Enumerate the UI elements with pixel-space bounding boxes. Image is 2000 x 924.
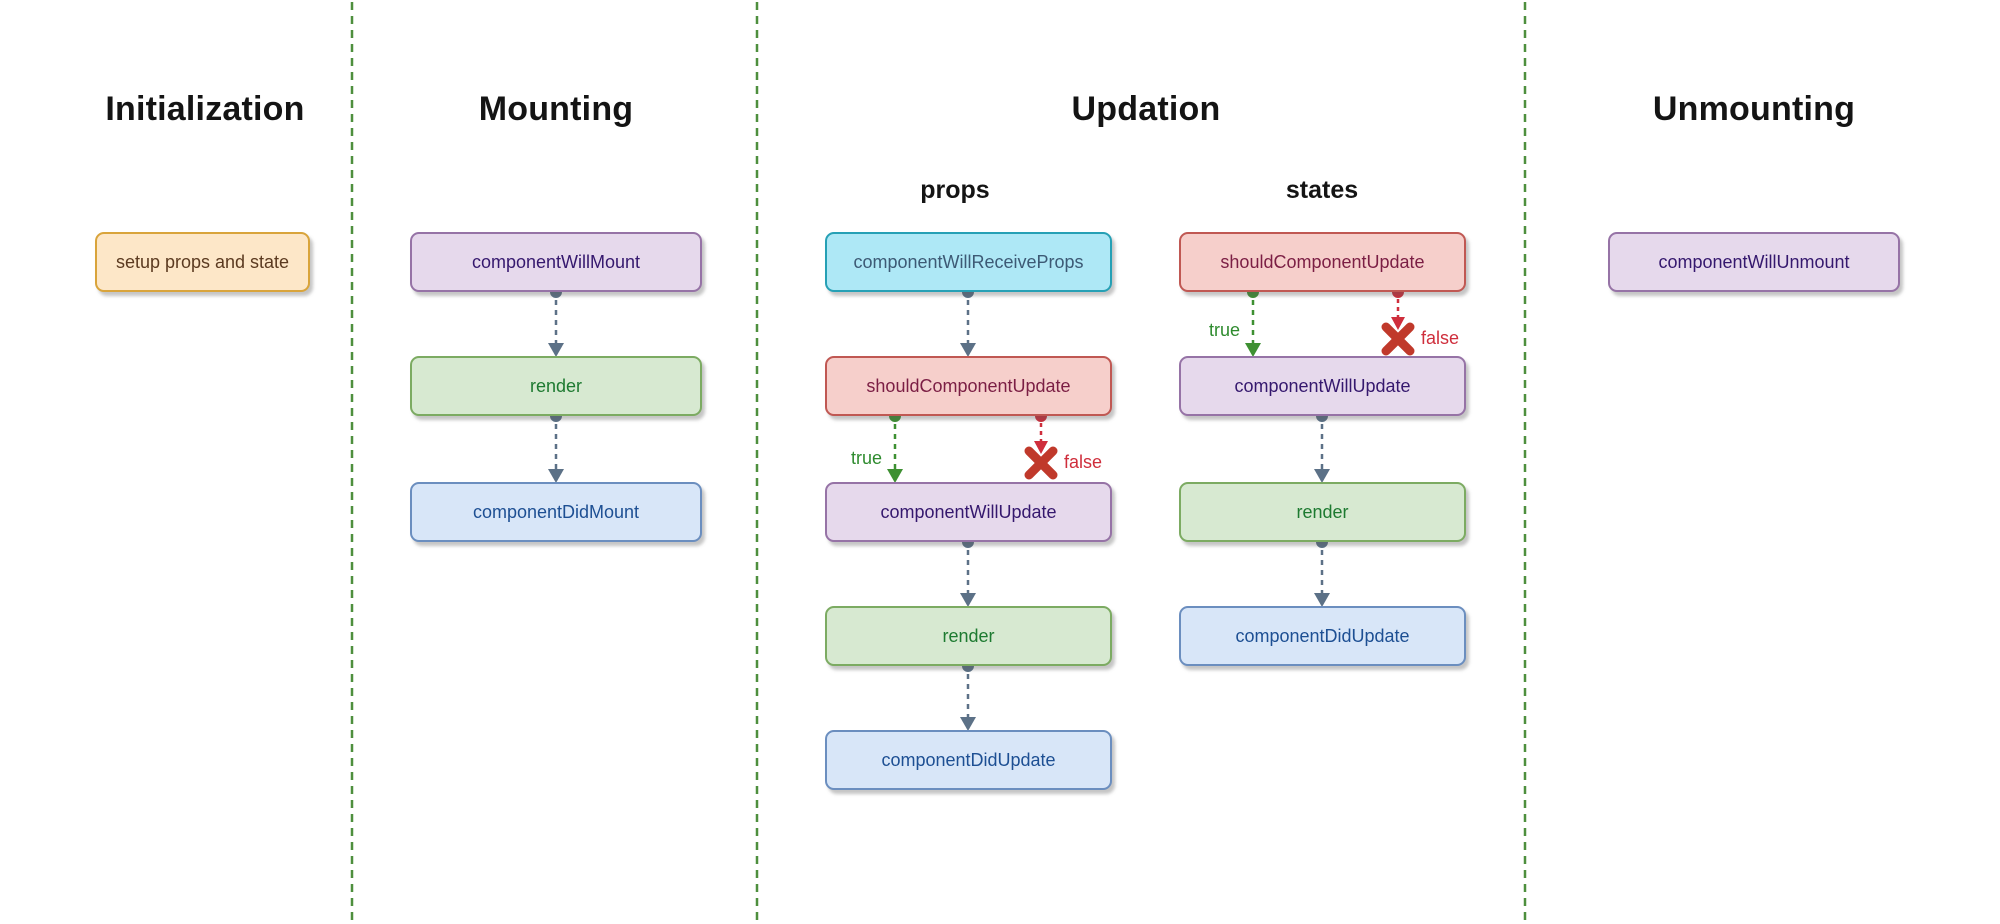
box-componentDidUpdate-states: componentDidUpdate bbox=[1179, 606, 1466, 666]
connector-willupdate-to-render-props bbox=[960, 536, 976, 607]
connector-render-to-didmount bbox=[548, 410, 564, 483]
branch-true-arrow-props bbox=[887, 410, 903, 483]
box-setup-props-and-state: setup props and state bbox=[95, 232, 310, 292]
box-componentWillUpdate-props: componentWillUpdate bbox=[825, 482, 1112, 542]
connector-render-to-didupdate-props bbox=[960, 660, 976, 731]
box-componentWillMount: componentWillMount bbox=[410, 232, 702, 292]
box-label: componentDidUpdate bbox=[881, 749, 1056, 770]
box-componentDidMount: componentDidMount bbox=[410, 482, 702, 542]
box-label: componentWillUpdate bbox=[880, 501, 1057, 522]
connector-receiveprops-to-shouldupdate bbox=[960, 286, 976, 357]
box-render-mounting: render bbox=[410, 356, 702, 416]
box-shouldComponentUpdate-props: shouldComponentUpdate bbox=[825, 356, 1112, 416]
box-label: render bbox=[942, 625, 995, 646]
box-label: shouldComponentUpdate bbox=[1220, 251, 1425, 272]
branch-true-label-props: true bbox=[850, 448, 882, 468]
section-title-mounting: Mounting bbox=[478, 90, 634, 128]
connector-render-to-didupdate-states bbox=[1314, 536, 1330, 607]
box-label: componentWillUpdate bbox=[1234, 375, 1411, 396]
false-x-icon bbox=[1381, 322, 1415, 356]
false-x-icon bbox=[1024, 446, 1058, 480]
branch-false-label-states: false bbox=[1421, 328, 1460, 348]
box-shouldComponentUpdate-states: shouldComponentUpdate bbox=[1179, 232, 1466, 292]
section-title-initialization: Initialization bbox=[105, 90, 305, 128]
box-label: componentWillUnmount bbox=[1658, 251, 1850, 272]
branch-true-arrow-states bbox=[1245, 286, 1261, 357]
box-componentWillUnmount: componentWillUnmount bbox=[1608, 232, 1900, 292]
branch-false-label-props: false bbox=[1064, 452, 1103, 472]
box-componentWillUpdate-states: componentWillUpdate bbox=[1179, 356, 1466, 416]
section-title-unmounting: Unmounting bbox=[1652, 90, 1856, 128]
box-componentWillReceiveProps: componentWillReceiveProps bbox=[825, 232, 1112, 292]
branch-true-label-states: true bbox=[1208, 320, 1240, 340]
branch-false-arrow-states bbox=[1381, 286, 1415, 356]
box-label: shouldComponentUpdate bbox=[866, 375, 1071, 396]
connector-willmount-to-render bbox=[548, 286, 564, 357]
branch-false-arrow-props bbox=[1024, 410, 1058, 480]
column-header-props: props bbox=[920, 176, 990, 204]
box-componentDidUpdate-props: componentDidUpdate bbox=[825, 730, 1112, 790]
box-label: componentDidMount bbox=[472, 501, 640, 522]
box-render-states: render bbox=[1179, 482, 1466, 542]
section-title-updation: Updation bbox=[1071, 90, 1221, 128]
connector-willupdate-to-render-states bbox=[1314, 410, 1330, 483]
box-render-props: render bbox=[825, 606, 1112, 666]
box-label: componentDidUpdate bbox=[1235, 625, 1410, 646]
box-label: setup props and state bbox=[115, 251, 290, 272]
box-label: render bbox=[529, 375, 583, 396]
box-label: componentWillReceiveProps bbox=[853, 251, 1084, 272]
column-header-states: states bbox=[1285, 176, 1359, 204]
box-label: render bbox=[1296, 501, 1349, 522]
box-label: componentWillMount bbox=[471, 251, 641, 272]
